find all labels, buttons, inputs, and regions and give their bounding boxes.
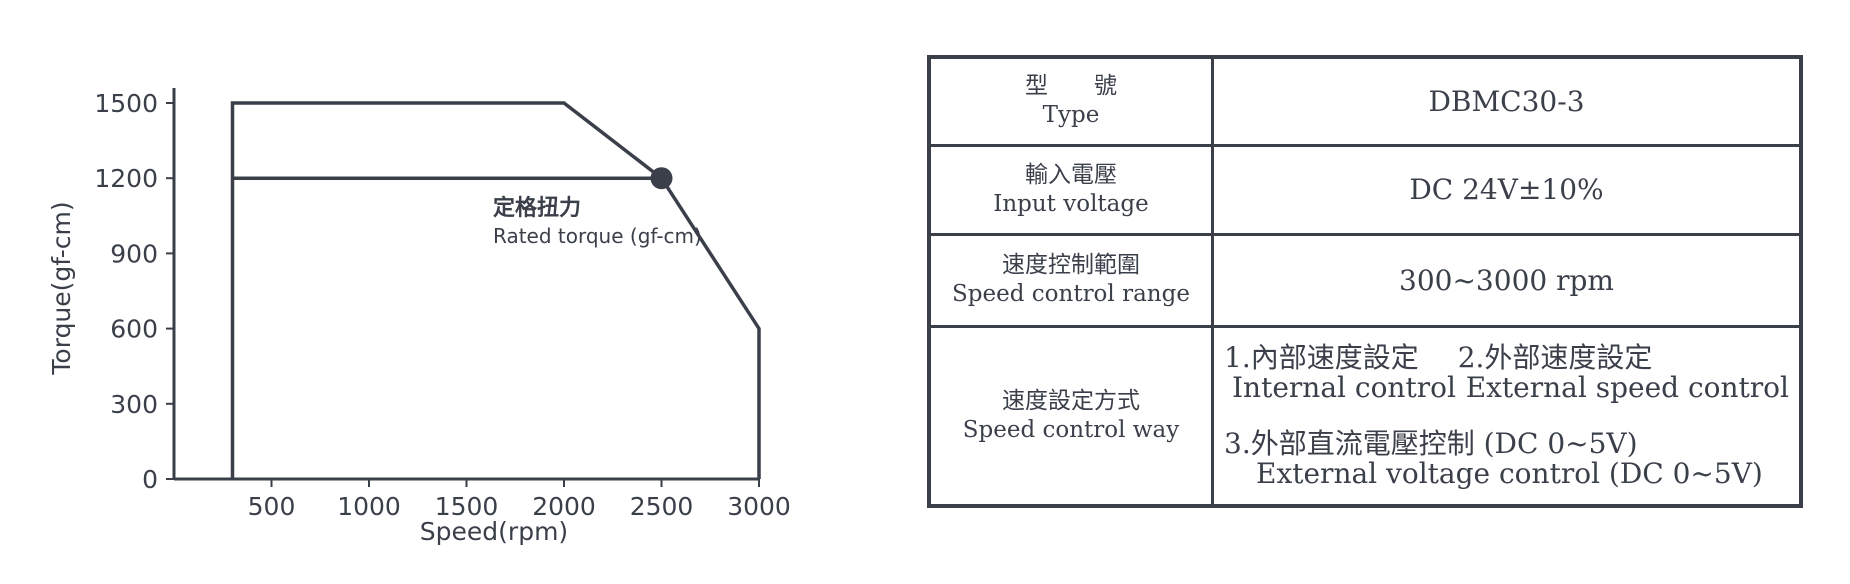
y-tick-label: 900 bbox=[110, 239, 158, 268]
x-tick-label: 2000 bbox=[532, 492, 596, 521]
x-tick-label: 1500 bbox=[435, 492, 499, 521]
input-voltage-label: 輸入電壓 Input voltage bbox=[927, 143, 1214, 236]
y-tick-label: 1200 bbox=[94, 164, 158, 193]
table-row-speed-range: 速度控制範圍 Speed control range 300~3000 rpm bbox=[927, 232, 1803, 328]
control-mode-2: 2.外部速度設定 External speed control bbox=[1457, 340, 1789, 404]
type-label-zh: 型 號 bbox=[1025, 73, 1117, 100]
y-tick-label: 1500 bbox=[94, 89, 158, 118]
control-mode-2-en: External speed control bbox=[1465, 370, 1789, 404]
speed-range-value: 300~3000 rpm bbox=[1211, 232, 1803, 328]
control-way-label-zh: 速度設定方式 bbox=[1002, 387, 1140, 414]
x-axis-title: Speed(rpm) bbox=[420, 517, 568, 546]
control-mode-row: 1.內部速度設定 Internal control 2.外部速度設定 Exter… bbox=[1224, 340, 1789, 404]
chart-series bbox=[230, 101, 761, 479]
type-label-en: Type bbox=[1042, 102, 1100, 129]
torque-speed-chart: 0 300 600 900 1200 1500 500 1000 1500 2000 2500 300… bbox=[47, 88, 791, 546]
rated-torque-label-en: Rated torque (gf-cm) bbox=[493, 224, 702, 248]
type-label: 型 號 Type bbox=[927, 55, 1214, 147]
control-mode-3: 3.外部直流電壓控制 (DC 0~5V) External voltage co… bbox=[1224, 426, 1789, 490]
control-mode-3-zh: 3.外部直流電壓控制 (DC 0~5V) bbox=[1224, 426, 1638, 460]
x-tick-label: 2500 bbox=[630, 492, 694, 521]
spec-table: 型 號 Type DBMC30-3 輸入電壓 Input voltage DC … bbox=[927, 55, 1803, 508]
y-axis-title: Torque(gf-cm) bbox=[47, 201, 76, 375]
table-row-input-voltage: 輸入電壓 Input voltage DC 24V±10% bbox=[927, 143, 1803, 236]
x-tick-label: 500 bbox=[248, 492, 296, 521]
control-mode-1-zh: 1.內部速度設定 bbox=[1224, 340, 1419, 374]
chart-ticks: 0 300 600 900 1200 1500 500 1000 1500 2000 2500 300… bbox=[94, 89, 790, 521]
control-way-label: 速度設定方式 Speed control way bbox=[927, 324, 1214, 508]
rated-torque-label-zh: 定格扭力 bbox=[493, 195, 581, 221]
y-tick-label: 600 bbox=[110, 315, 158, 344]
table-row-control-way: 速度設定方式 Speed control way 1.內部速度設定 Intern… bbox=[927, 324, 1803, 508]
input-voltage-value: DC 24V±10% bbox=[1211, 143, 1803, 236]
chart-axes bbox=[172, 88, 759, 481]
control-way-label-en: Speed control way bbox=[962, 416, 1180, 443]
speed-range-label-zh: 速度控制範圍 bbox=[1002, 252, 1140, 278]
control-mode-3-en: External voltage control (DC 0~5V) bbox=[1256, 456, 1763, 490]
control-mode-1: 1.內部速度設定 Internal control bbox=[1224, 340, 1456, 404]
rated-torque-point bbox=[650, 167, 673, 190]
series-line-1 bbox=[230, 101, 761, 479]
x-tick-label: 1000 bbox=[337, 492, 401, 521]
table-row-type: 型 號 Type DBMC30-3 bbox=[927, 55, 1803, 147]
speed-range-label-en: Speed control range bbox=[952, 281, 1190, 307]
chart-points bbox=[650, 167, 673, 190]
x-tick-label: 3000 bbox=[727, 492, 791, 521]
type-value: DBMC30-3 bbox=[1211, 55, 1803, 147]
input-voltage-label-zh: 輸入電壓 bbox=[1025, 161, 1117, 188]
control-way-options: 1.內部速度設定 Internal control 2.外部速度設定 Exter… bbox=[1211, 324, 1803, 508]
speed-range-label: 速度控制範圍 Speed control range bbox=[927, 232, 1214, 328]
control-mode-1-en: Internal control bbox=[1232, 370, 1456, 404]
y-tick-label: 300 bbox=[110, 390, 158, 419]
y-tick-label: 0 bbox=[142, 465, 158, 494]
control-mode-2-zh: 2.外部速度設定 bbox=[1457, 340, 1653, 374]
input-voltage-label-en: Input voltage bbox=[993, 190, 1149, 217]
